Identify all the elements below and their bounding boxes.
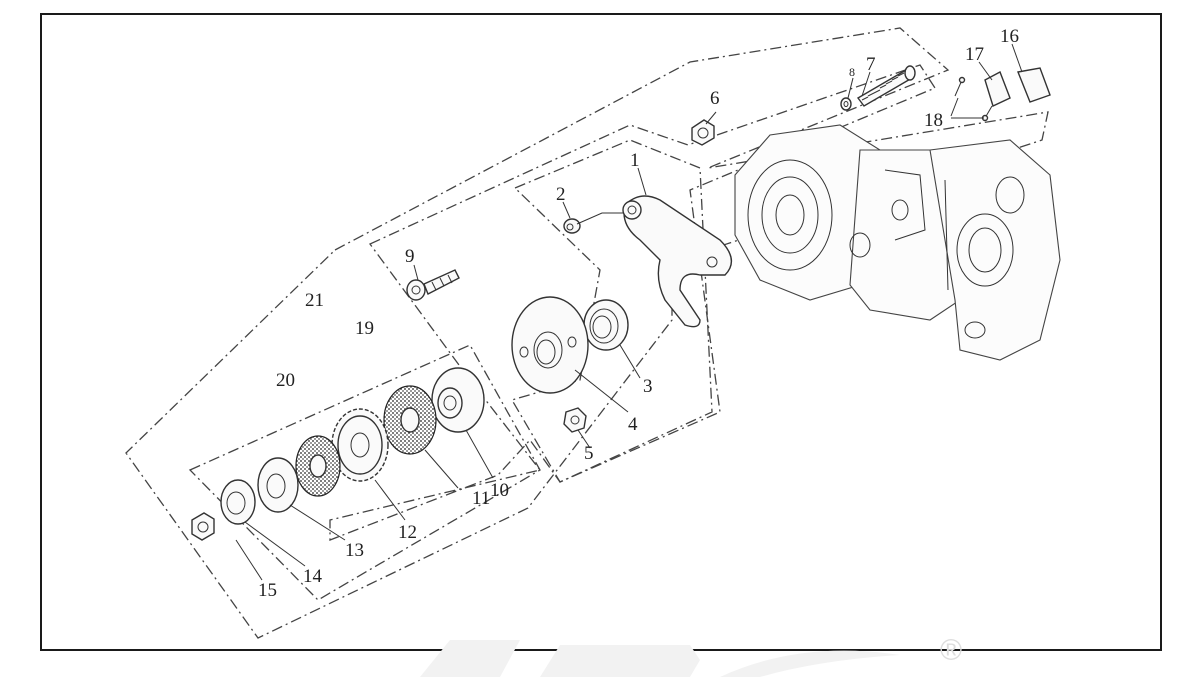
watermark-logo: ® [420,634,962,677]
part-1-collar [622,200,642,220]
callout-1: 1 [630,150,640,171]
part-16-cover [1017,67,1051,103]
callout-3: 3 [643,376,653,397]
group-outline-20 [188,344,541,601]
callout-4: 4 [628,414,638,435]
part-5-nut [563,407,587,433]
group-outline-21 [125,27,1049,639]
callout-11: 11 [472,488,490,509]
callout-6: 6 [710,88,720,109]
callout-5: 5 [584,443,594,464]
callouts: 1 2 3 4 5 6 7 8 9 10 11 12 13 14 15 16 1… [258,26,1019,601]
leader-lines [235,43,1023,581]
part-20-friction-plate [295,435,341,497]
part-12-sprocket [331,408,389,482]
part-8-washer [840,97,852,111]
callout-2: 2 [556,184,566,205]
callout-14: 14 [303,566,323,587]
part-13-plate [257,457,299,513]
engine-casing [734,124,1061,361]
part-1-hole [706,256,718,268]
part-17-gasket [984,71,1011,107]
callout-15: 15 [258,580,277,601]
part-3-bearing [583,299,629,351]
callout-17: 17 [965,44,984,65]
callout-9: 9 [405,246,415,267]
part-9-bolt [406,269,460,301]
callout-16: 16 [1000,26,1019,47]
callout-13: 13 [345,540,364,561]
part-2-bushing [563,218,581,234]
callout-10: 10 [490,480,509,501]
callout-21: 21 [305,290,324,311]
part-4-flange [511,296,589,394]
part-11-friction-plate [383,385,437,455]
part-15-nut [191,512,215,541]
part-10-hub [431,367,485,433]
part-14-washer [220,479,256,525]
callout-12: 12 [398,522,417,543]
registered-mark: ® [940,634,962,667]
part-7-bolt [856,65,916,107]
callout-7: 7 [866,54,876,75]
part-6-nut [691,119,715,146]
part-1-bracket [623,195,733,328]
group-outline-inner [511,139,713,483]
callout-8: 8 [849,65,855,79]
callout-18: 18 [924,110,943,131]
callout-20: 20 [276,370,295,391]
callout-19: 19 [355,318,374,339]
